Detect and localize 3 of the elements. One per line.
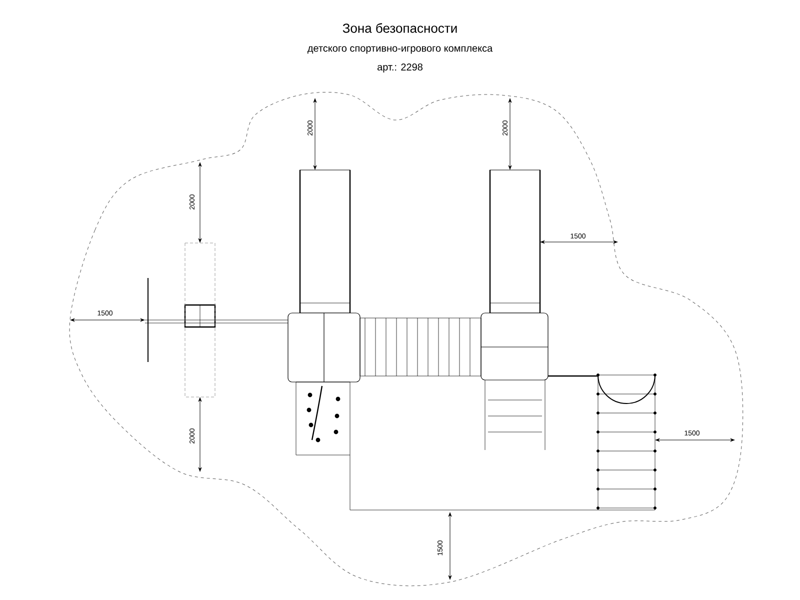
subtitle: детского спортивно-игрового комплекса: [307, 46, 493, 54]
title: Зона безопасности: [342, 23, 457, 33]
article-number: арт.: 2298: [378, 63, 422, 73]
